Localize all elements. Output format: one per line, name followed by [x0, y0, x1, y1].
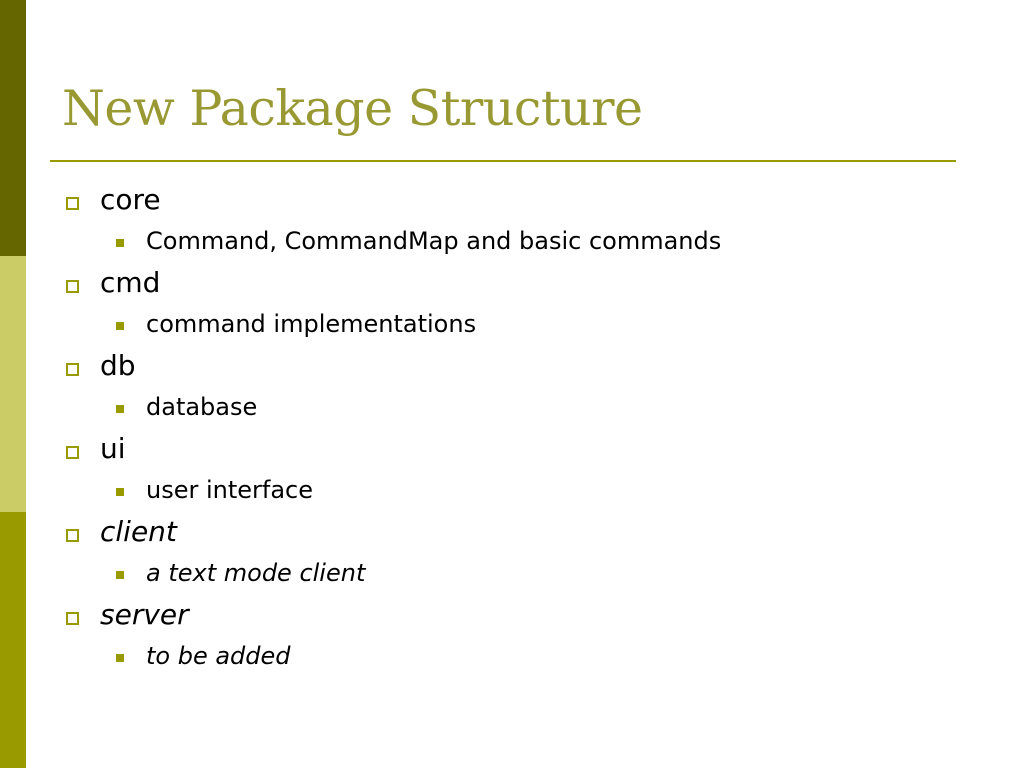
- filled-square-icon: [116, 571, 124, 579]
- bullet-item-db: db: [100, 349, 136, 382]
- sidebar-stripe-top: [0, 0, 26, 256]
- sub-bullet-text: Command, CommandMap and basic commands: [146, 227, 722, 255]
- filled-square-icon: [116, 654, 124, 662]
- filled-square-icon: [116, 405, 124, 413]
- sub-bullet-text: user interface: [146, 476, 314, 504]
- bullet-item-client: client: [100, 515, 177, 548]
- sidebar-stripe-bottom: [0, 512, 26, 768]
- filled-square-icon: [116, 239, 124, 247]
- hollow-square-icon: [66, 197, 79, 210]
- filled-square-icon: [116, 488, 124, 496]
- hollow-square-icon: [66, 529, 79, 542]
- filled-square-icon: [116, 322, 124, 330]
- bullet-item-ui: ui: [100, 432, 126, 465]
- sub-bullet-text: a text mode client: [146, 559, 366, 587]
- sub-bullet-text: database: [146, 393, 258, 421]
- hollow-square-icon: [66, 280, 79, 293]
- hollow-square-icon: [66, 446, 79, 459]
- hollow-square-icon: [66, 612, 79, 625]
- title-divider: [50, 160, 956, 162]
- sub-bullet-text: to be added: [146, 642, 291, 670]
- bullet-item-cmd: cmd: [100, 266, 161, 299]
- bullet-item-server: server: [100, 598, 189, 631]
- sidebar-stripe-middle: [0, 256, 26, 512]
- hollow-square-icon: [66, 363, 79, 376]
- bullet-item-core: core: [100, 183, 161, 216]
- sub-bullet-text: command implementations: [146, 310, 477, 338]
- slide-title: New Package Structure: [62, 80, 643, 137]
